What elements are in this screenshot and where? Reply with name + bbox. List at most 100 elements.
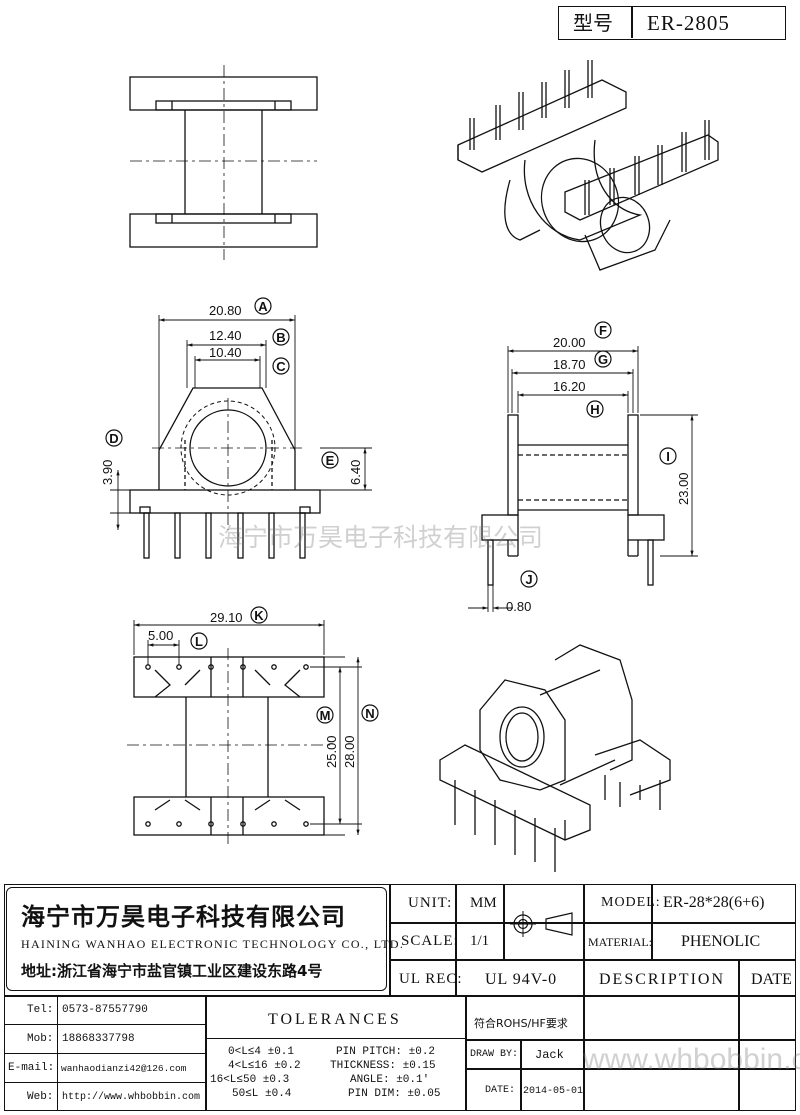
dim-J-value: 0.80 — [506, 599, 531, 614]
unit-value: MM — [470, 895, 497, 911]
tolerance-right-1: PIN PITCH: ±0.2 — [336, 1046, 436, 1058]
callout-D: D — [105, 429, 123, 447]
ulrec-label: UL REC: — [399, 971, 463, 987]
model-value: ER-28*28(6+6) — [663, 894, 765, 911]
material-value: PHENOLIC — [681, 933, 761, 950]
tolerance-right-4: PIN DIM: ±0.05 — [348, 1088, 441, 1100]
callout-I-letter: I — [666, 449, 670, 464]
tolerance-row-3: 16<L≤50 ±0.3 — [210, 1074, 290, 1086]
dimension-labels: 20.80 12.40 10.40 3.90 6.40 20.00 18.70 … — [100, 303, 691, 768]
company-name-en: HAINING WANHAO ELECTRONIC TECHNOLOGY CO.… — [21, 937, 405, 951]
dim-M-value: 25.00 — [324, 735, 339, 768]
contact-box: Tel: 0573-87557790 Mob: 18868337798 E-ma… — [5, 996, 207, 1111]
callout-E-letter: E — [326, 453, 335, 468]
callout-N-letter: N — [365, 706, 374, 721]
technical-drawing: 20.80 12.40 10.40 3.90 6.40 20.00 18.70 … — [100, 60, 719, 872]
draw-by-value: Jack — [535, 1048, 564, 1062]
callout-H-letter: H — [590, 402, 599, 417]
callout-A: A — [254, 297, 272, 315]
callout-L: L — [190, 632, 208, 650]
isometric-view-top — [457, 60, 719, 271]
email-value[interactable]: wanhaodianzi42@126.com — [61, 1063, 187, 1074]
mob-label: Mob: — [27, 1033, 54, 1045]
callout-F: F — [594, 321, 612, 339]
model-label: MODEL: — [601, 895, 661, 910]
callout-B-letter: B — [276, 330, 285, 345]
projection-symbol — [510, 911, 573, 937]
dim-I-value: 23.00 — [676, 472, 691, 505]
email-label: E-mail: — [8, 1062, 55, 1074]
dim-E-value: 6.40 — [348, 460, 363, 485]
callout-I: I — [659, 447, 677, 465]
front-view-dimension-lines — [110, 315, 372, 530]
side-view — [481, 414, 665, 586]
bottom-view-dimension-lines — [133, 620, 362, 836]
tolerance-row-1: 0<L≤4 ±0.1 — [228, 1046, 295, 1058]
material-label: MATERIAL: — [588, 935, 652, 949]
callout-C: C — [272, 357, 290, 375]
callout-G: G — [594, 350, 612, 368]
tolerances-box: TOLERANCES 0<L≤4 ±0.1 4<L≤16 ±0.2 16<L≤5… — [206, 996, 465, 1111]
isometric-view-bottom — [439, 644, 671, 872]
title-block: 海宁市万昊电子科技有限公司 HAINING WANHAO ELECTRONIC … — [4, 884, 800, 1111]
dim-C-value: 10.40 — [209, 345, 242, 360]
callout-G-letter: G — [598, 352, 608, 367]
tolerances-title: TOLERANCES — [268, 1011, 402, 1028]
company-box: 海宁市万昊电子科技有限公司 HAINING WANHAO ELECTRONIC … — [6, 887, 403, 991]
unit-label: UNIT: — [408, 895, 453, 911]
mob-value: 18868337798 — [62, 1033, 135, 1045]
dim-G-value: 18.70 — [553, 357, 586, 372]
center-watermark: 海宁市万昊电子科技有限公司 — [218, 523, 544, 552]
callout-D-letter: D — [109, 431, 118, 446]
tolerance-row-4: 50≤L ±0.4 — [232, 1088, 292, 1100]
date-value: 2014-05-01 — [523, 1086, 584, 1097]
callout-J: J — [520, 570, 538, 588]
date-label-2: DATE: — [485, 1085, 516, 1096]
scale-value: 1/1 — [470, 933, 490, 949]
dim-F-value: 20.00 — [553, 335, 586, 350]
tolerance-row-2: 4<L≤16 ±0.2 — [228, 1060, 301, 1072]
tolerance-right-2: THICKNESS: ±0.15 — [330, 1060, 436, 1072]
callout-M-letter: M — [320, 708, 331, 723]
draw-by-label: DRAW BY: — [470, 1049, 519, 1060]
ulrec-value: UL 94V-0 — [485, 971, 558, 988]
dim-A-value: 20.80 — [209, 303, 242, 318]
callout-N: N — [361, 704, 379, 722]
model-header-label: 型号 — [573, 11, 613, 35]
model-header: 型号 ER-2805 — [558, 6, 786, 40]
callout-L-letter: L — [195, 634, 203, 649]
dim-H-value: 16.20 — [553, 379, 586, 394]
tolerance-right-3: ANGLE: ±0.1' — [350, 1074, 430, 1086]
url-watermark: www.whbobbin.com — [583, 1043, 800, 1076]
callout-A-letter: A — [258, 299, 268, 314]
callout-E: E — [321, 451, 339, 469]
description-label: DESCRIPTION — [599, 971, 726, 988]
date-label: DATE — [751, 971, 792, 988]
callout-J-letter: J — [525, 572, 532, 587]
tel-label: Tel: — [27, 1004, 54, 1016]
dim-N-value: 28.00 — [342, 735, 357, 768]
callout-K-letter: K — [254, 608, 264, 623]
top-view — [129, 65, 318, 260]
callout-C-letter: C — [276, 359, 286, 374]
callout-K: K — [250, 606, 268, 624]
company-name-cn: 海宁市万昊电子科技有限公司 — [21, 903, 346, 931]
callout-M: M — [316, 706, 334, 724]
dim-D-value: 3.90 — [100, 460, 115, 485]
dim-K-value: 29.10 — [210, 610, 243, 625]
bottom-view — [127, 648, 330, 845]
side-view-dimension-lines — [468, 346, 698, 612]
tel-value: 0573-87557790 — [62, 1004, 148, 1016]
callout-F-letter: F — [599, 323, 607, 338]
rohs-note: 符合ROHS/HF要求 — [474, 1017, 568, 1030]
web-label: Web: — [27, 1091, 54, 1103]
scale-label: SCALE: — [401, 933, 459, 949]
dim-L-value: 5.00 — [148, 628, 173, 643]
model-header-value: ER-2805 — [647, 11, 730, 35]
dimension-callouts: A B C D E F G H I J K L M N — [105, 297, 677, 724]
company-address: 地址:浙江省海宁市盐官镇工业区建设东路4号 — [21, 962, 323, 980]
callout-B: B — [272, 328, 290, 346]
dim-B-value: 12.40 — [209, 328, 242, 343]
web-value[interactable]: http://www.whbobbin.com — [62, 1092, 201, 1103]
callout-H: H — [586, 400, 604, 418]
